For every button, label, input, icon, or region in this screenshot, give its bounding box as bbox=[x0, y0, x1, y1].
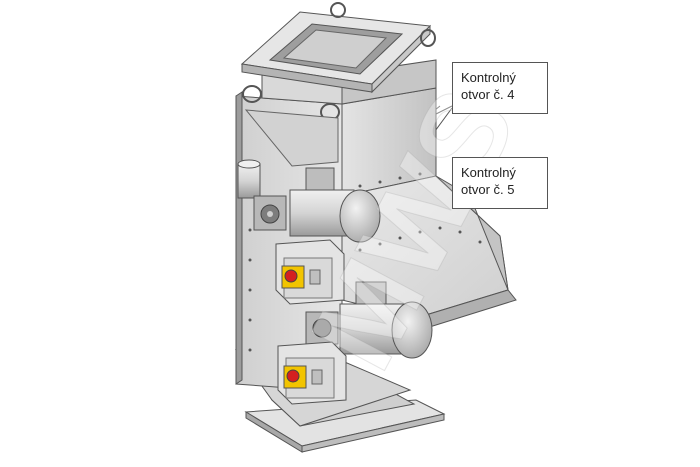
switch-knob-red bbox=[284, 269, 298, 283]
upper-motor bbox=[289, 167, 381, 243]
main-body-edge bbox=[235, 91, 243, 385]
callout-5-line2: otvor č. 5 bbox=[461, 182, 515, 197]
upper-switch-box bbox=[275, 239, 345, 305]
lower-switch-box bbox=[277, 341, 347, 405]
bolt-holes bbox=[248, 172, 482, 352]
lower-motor bbox=[339, 281, 433, 359]
callout-inspection-opening-4: Kontrolný otvor č. 4 bbox=[452, 62, 548, 114]
pneumatic-cylinder bbox=[237, 163, 261, 199]
callout-4-line2: otvor č. 4 bbox=[461, 87, 515, 102]
callout-5-line1: Kontrolný bbox=[461, 165, 516, 180]
top-flange bbox=[240, 11, 432, 94]
lower-switch-knob-red bbox=[286, 369, 300, 383]
front-cover-panel bbox=[244, 109, 339, 167]
callout-inspection-opening-5: Kontrolný otvor č. 5 bbox=[452, 157, 548, 209]
callout-4-line1: Kontrolný bbox=[461, 70, 516, 85]
